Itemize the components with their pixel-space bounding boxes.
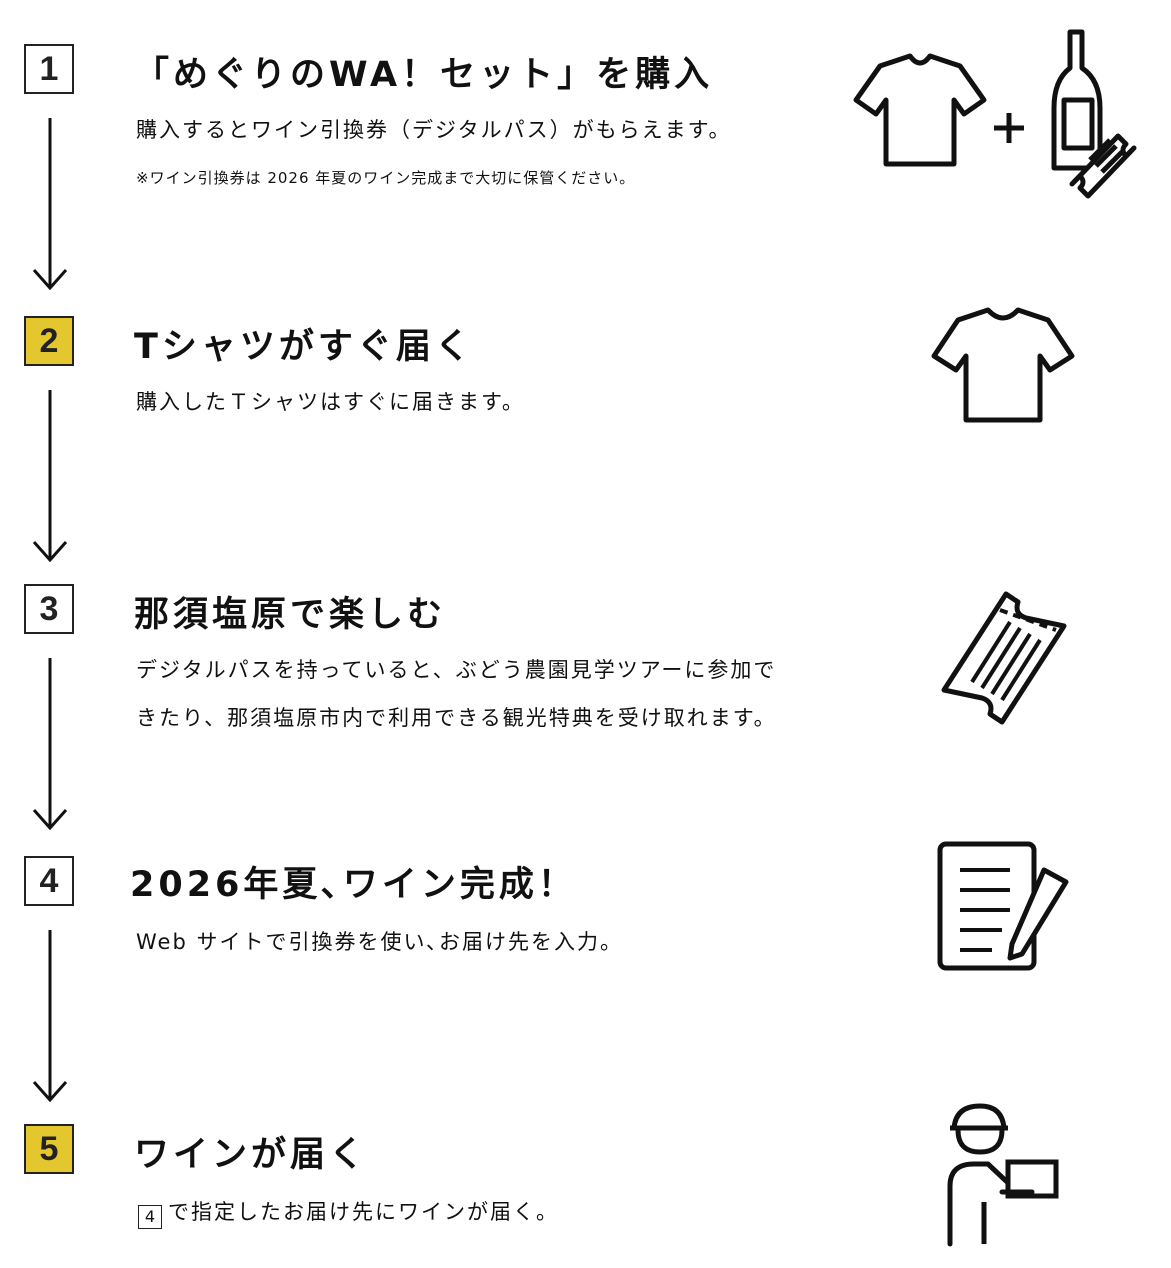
- step-1-icons: [848, 28, 1138, 210]
- t-shirt-icon: [853, 53, 987, 167]
- plus-icon: [994, 113, 1024, 143]
- step-3-title: 那須塩原で楽しむ: [134, 595, 447, 635]
- step-2-description: 購入したＴシャツはすぐに届きます。: [136, 390, 525, 414]
- step-5-title: ワインが届く: [134, 1135, 369, 1175]
- step-4-title: 2026年夏､ワイン完成！: [130, 865, 577, 905]
- down-arrow-icon: [32, 118, 68, 290]
- document-pen-icon: [936, 840, 1072, 974]
- delivery-person-icon: [940, 1100, 1064, 1250]
- step-5-description-text: で指定したお届け先にワインが届く。: [168, 1200, 559, 1224]
- wine-bottle-icon: [1051, 29, 1103, 171]
- step-4-number-box: 4: [24, 856, 74, 906]
- step-3-number-box: 3: [24, 584, 74, 634]
- t-shirt-icon: [930, 304, 1076, 428]
- ticket-icon: [938, 586, 1072, 736]
- step-3-description-line-2: きたり、那須塩原市内で利用できる観光特典を受け取れます。: [136, 706, 777, 730]
- step-4-description: Web サイトで引換券を使い､お届け先を入力。: [136, 930, 623, 954]
- step-4-reference-box: 4: [138, 1205, 162, 1229]
- ticket-icon: [1069, 133, 1137, 199]
- step-5-number-box: 5: [24, 1124, 74, 1174]
- step-3-description-line-1: デジタルパスを持っていると、ぶどう農園見学ツアーに参加で: [136, 658, 777, 682]
- down-arrow-icon: [32, 658, 68, 830]
- step-2-title: Tシャツがすぐ届く: [134, 327, 474, 367]
- step-2-number-box: 2: [24, 316, 74, 366]
- step-1-number-box: 1: [24, 44, 74, 94]
- step-1-title: 「めぐりのWA！セット」を購入: [134, 55, 714, 95]
- step-1-note: ※ワイン引換券は 2026 年夏のワイン完成まで大切に保管ください。: [136, 169, 636, 187]
- down-arrow-icon: [32, 390, 68, 562]
- down-arrow-icon: [32, 930, 68, 1102]
- step-1-description: 購入するとワイン引換券（デジタルパス）がもらえます。: [136, 118, 732, 142]
